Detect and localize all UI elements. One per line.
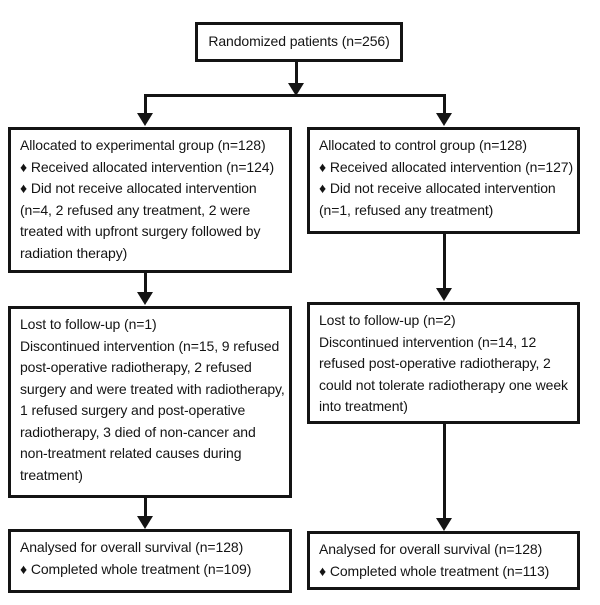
- connector-experimental-followup-to-analysis: [144, 498, 147, 517]
- connector-split-horizontal: [144, 94, 446, 97]
- arrow-down-control-analysis-icon: [436, 518, 452, 531]
- box-experimental-allocation: Allocated to experimental group (n=128) …: [8, 127, 292, 273]
- connector-top-vertical: [295, 62, 298, 85]
- arrow-down-to-split-icon: [288, 83, 304, 96]
- randomized-patients-label: Randomized patients (n=256): [208, 33, 390, 50]
- box-control-allocation: Allocated to control group (n=128) ♦ Rec…: [307, 127, 580, 234]
- arrow-down-left-branch-icon: [137, 113, 153, 126]
- arrow-down-experimental-followup-icon: [137, 292, 153, 305]
- connector-right-branch: [443, 94, 446, 115]
- box-experimental-analysis: Analysed for overall survival (n=128) ♦ …: [8, 529, 292, 593]
- connector-control-allocation-to-followup: [443, 234, 446, 289]
- arrow-down-experimental-analysis-icon: [137, 516, 153, 529]
- connector-control-followup-to-analysis: [443, 424, 446, 518]
- box-control-analysis: Analysed for overall survival (n=128) ♦ …: [307, 531, 580, 590]
- box-randomized-patients: Randomized patients (n=256): [195, 22, 403, 62]
- box-control-followup: Lost to follow-up (n=2) Discontinued int…: [307, 302, 580, 424]
- arrow-down-control-followup-icon: [436, 288, 452, 301]
- box-experimental-followup: Lost to follow-up (n=1) Discontinued int…: [8, 306, 292, 498]
- connector-experimental-allocation-to-followup: [144, 273, 147, 294]
- connector-left-branch: [144, 94, 147, 115]
- arrow-down-right-branch-icon: [436, 113, 452, 126]
